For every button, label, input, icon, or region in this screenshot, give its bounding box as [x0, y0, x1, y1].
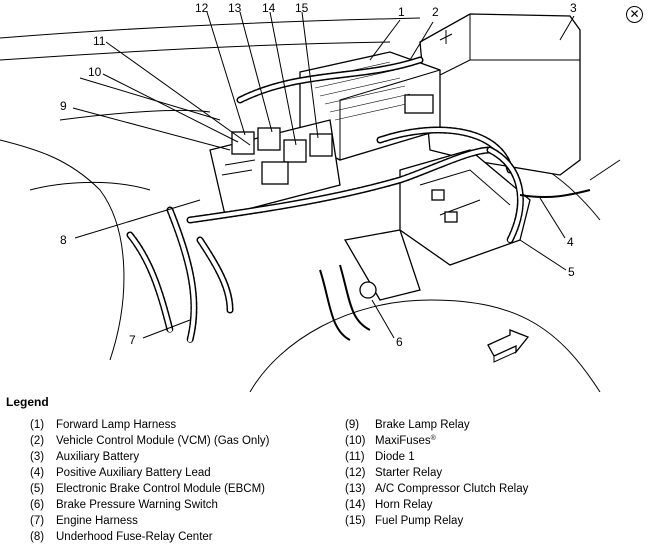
- callout-2: 2: [432, 5, 439, 19]
- callout-4: 4: [567, 235, 574, 249]
- legend-item-text: Starter Relay: [375, 467, 443, 479]
- legend-item-text: A/C Compressor Clutch Relay: [375, 483, 529, 495]
- legend-item-text: Engine Harness: [56, 515, 138, 527]
- legend-item-text: Positive Auxiliary Battery Lead: [56, 467, 211, 479]
- legend-item-text: Brake Pressure Warning Switch: [56, 499, 218, 511]
- legend-item-number: (6): [30, 499, 45, 511]
- legend-item-text: MaxiFuses: [375, 435, 431, 447]
- engine-compartment-diagram: 1 2 3 4 5 6 7 8 9 10 11 12 13 14 15: [0, 1, 621, 392]
- registered-mark: ®: [430, 435, 436, 442]
- legend-item-number: (3): [30, 451, 45, 463]
- legend-item-number: (4): [30, 467, 45, 479]
- legend-item-text: Horn Relay: [375, 499, 433, 511]
- callout-14: 14: [262, 1, 276, 15]
- legend-item-number: (13): [345, 483, 366, 495]
- legend-item: (9) Brake Lamp Relay: [345, 419, 528, 435]
- callout-11: 11: [93, 34, 106, 48]
- legend-column-left: (1) Forward Lamp Harness (2) Vehicle Contr…: [30, 419, 269, 547]
- legend-item-number: (2): [30, 435, 45, 447]
- legend-item-number: (11): [345, 451, 365, 463]
- callout-12: 12: [195, 1, 209, 15]
- legend: Legend (1) Forward Lamp Harness (2) Vehicl…: [0, 392, 650, 543]
- callout-3: 3: [570, 1, 577, 15]
- legend-item-number: (5): [30, 483, 45, 495]
- legend-item: (6) Brake Pressure Warning Switch: [30, 499, 269, 515]
- callout-13: 13: [228, 1, 242, 15]
- legend-item: (1) Forward Lamp Harness: [30, 419, 269, 435]
- legend-item-number: (15): [345, 515, 366, 527]
- callout-9: 9: [60, 99, 67, 113]
- legend-item-text: Underhood Fuse-Relay Center: [56, 531, 213, 543]
- callout-7: 7: [129, 333, 136, 347]
- legend-item-text: Brake Lamp Relay: [375, 419, 470, 431]
- callout-1: 1: [398, 5, 405, 19]
- callout-8: 8: [60, 233, 67, 247]
- inner-fender-outline: [29, 109, 211, 191]
- callout-5: 5: [568, 265, 575, 279]
- legend-item: (2) Vehicle Control Module (VCM) (Gas Onl…: [30, 435, 269, 451]
- legend-item-text: Forward Lamp Harness: [56, 419, 177, 431]
- legend-item: (5) Electronic Brake Control Module (EBCM…: [30, 483, 269, 499]
- legend-item-text: Vehicle Control Module (VCM) (Gas Only): [56, 435, 270, 447]
- legend-item-text: Diode 1: [375, 451, 415, 463]
- legend-item-number: (12): [345, 467, 366, 479]
- legend-item-number: (9): [345, 419, 360, 431]
- legend-item: (10) MaxiFuses®: [345, 435, 528, 451]
- legend-item: (11) Diode 1: [345, 451, 528, 467]
- brake-pressure-switch: [319, 229, 421, 341]
- legend-item: (7) Engine Harness: [30, 515, 269, 531]
- legend-item: (8) Underhood Fuse-Relay Center: [30, 531, 269, 547]
- callout-leaders: [72, 11, 575, 339]
- underhood-fuse-relay-center: [209, 119, 341, 216]
- callout-15: 15: [295, 1, 309, 15]
- legend-item: (4) Positive Auxiliary Battery Lead: [30, 467, 269, 483]
- legend-item-number: (8): [30, 531, 45, 543]
- fender-outline: [0, 17, 421, 361]
- wheel-well-outline: [249, 299, 601, 392]
- legend-column-right: (9) Brake Lamp Relay (10) MaxiFuses® (11) D…: [345, 419, 528, 531]
- legend-item: (15) Fuel Pump Relay: [345, 515, 528, 531]
- direction-arrow: [487, 329, 530, 363]
- close-icon[interactable]: ✕: [626, 6, 643, 23]
- legend-item: (3) Auxiliary Battery: [30, 451, 269, 467]
- legend-item-number: (1): [30, 419, 45, 431]
- legend-item-number: (7): [30, 515, 45, 527]
- legend-item: (12) Starter Relay: [345, 467, 528, 483]
- legend-item-text: Fuel Pump Relay: [375, 515, 464, 527]
- legend-item-number: (14): [345, 499, 366, 511]
- legend-item-text: Electronic Brake Control Module (EBCM): [56, 483, 265, 495]
- legend-item: (13) A/C Compressor Clutch Relay: [345, 483, 528, 499]
- legend-item-text: Auxiliary Battery: [56, 451, 140, 463]
- callout-6: 6: [396, 335, 403, 349]
- callout-10: 10: [88, 65, 102, 79]
- legend-item-number: (10): [345, 435, 366, 447]
- legend-item: (14) Horn Relay: [345, 499, 528, 515]
- legend-title: Legend: [6, 395, 49, 409]
